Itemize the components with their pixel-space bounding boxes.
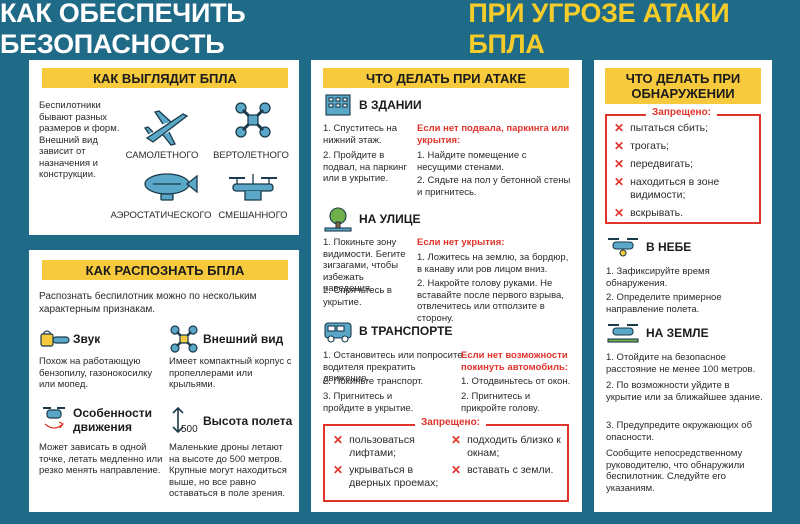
type-label-aerostatic: АЭРОСТАТИЧЕСКОГО — [110, 210, 212, 221]
attack-forbidden-item: ✕пользоваться лифтами; — [333, 433, 415, 460]
transport-left-3: 3. Пригнитесь и пройдите в укрытие. — [323, 391, 414, 414]
card-attack-header: ЧТО ДЕЛАТЬ ПРИ АТАКЕ — [323, 68, 569, 88]
card-detect: ЧТО ДЕЛАТЬ ПРИ ОБНАРУЖЕНИИ Запрещено: ✕п… — [594, 60, 772, 512]
ground-drone-icon — [607, 324, 639, 343]
airship-icon — [144, 173, 198, 201]
card-recognize-header: КАК РАСПОЗНАТЬ БПЛА — [42, 260, 288, 280]
ground-item-2: 2. По возможности уйдите в укрытие или з… — [606, 380, 763, 403]
building-left-1: 1. Спуститесь на нижний этаж. — [323, 123, 398, 146]
sign-text-altitude: Маленькие дроны летают на высоте до 500 … — [169, 442, 287, 499]
transport-condition: Если нет возможности покинуть автомобиль… — [461, 350, 569, 373]
ground-title: НА ЗЕМЛЕ — [646, 326, 709, 340]
sky-item-1: 1. Зафиксируйте время обнаружения. — [606, 266, 710, 289]
tree-icon — [324, 207, 352, 232]
cross-icon: ✕ — [614, 157, 625, 171]
detect-forbidden-item: ✕пытаться сбить; — [614, 121, 709, 135]
card-look-header: КАК ВЫГЛЯДИТ БПЛА — [42, 68, 288, 88]
card-detect-header: ЧТО ДЕЛАТЬ ПРИ ОБНАРУЖЕНИИ — [605, 68, 761, 104]
detect-forbidden-item: ✕вскрывать. — [614, 206, 684, 220]
sign-text-motion: Может зависать в одной точке, летать мед… — [39, 442, 163, 476]
airplane-drone-icon — [143, 110, 189, 146]
building-left-2: 2. Пройдите в подвал, на паркинг или в у… — [323, 150, 407, 184]
sign-text-appearance: Имеет компактный корпус с пропеллерами и… — [169, 356, 292, 390]
cross-icon: ✕ — [614, 139, 625, 153]
attack-forbidden-title: Запрещено: — [415, 417, 487, 428]
cross-icon: ✕ — [333, 433, 344, 447]
sky-item-2: 2. Определите примерное направление поле… — [606, 292, 722, 315]
type-label-helicopter: ВЕРТОЛЕТНОГО — [213, 150, 289, 161]
cross-icon: ✕ — [451, 463, 462, 477]
sign-title-altitude: Высота полета — [203, 414, 293, 428]
altitude-icon — [172, 406, 184, 434]
cross-icon: ✕ — [614, 121, 625, 135]
look-description: Беспилотники бывают разных размеров и фо… — [39, 100, 120, 180]
detect-forbidden-item: ✕передвигать; — [614, 157, 694, 171]
card-look: КАК ВЫГЛЯДИТ БПЛА Беспилотники бывают ра… — [29, 60, 299, 235]
detect-forbidden-item: ✕находиться в зоне видимости; — [614, 175, 720, 202]
street-left-1: 1. Покиньте зону видимости. Бегите зигза… — [323, 237, 406, 294]
transport-right-2: 2. Пригнитесь и прикройте голову. — [461, 391, 540, 414]
cross-icon: ✕ — [614, 175, 625, 189]
detect-forbidden-title: Запрещено: — [646, 107, 718, 118]
transport-left-1: 1. Остановитесь или попросите водителя п… — [323, 350, 463, 384]
sky-drone-icon — [608, 238, 638, 257]
cross-icon: ✕ — [451, 433, 462, 447]
card-recognize: КАК РАСПОЗНАТЬ БПЛА Распознать беспилотн… — [29, 250, 299, 512]
street-right-2: 2. Накройте голову руками. Не вставайте … — [417, 278, 564, 324]
sign-title-motion: Особенности движения — [73, 406, 153, 434]
transport-left-2: 2. Покиньте транспорт. — [323, 376, 424, 387]
motion-drone-icon — [43, 407, 65, 429]
building-title: В ЗДАНИИ — [359, 98, 422, 112]
attack-forbidden-item: ✕подходить близко к окнам; — [451, 433, 561, 460]
hybrid-drone-icon — [229, 174, 277, 201]
street-right-1: 1. Ложитесь на землю, за бордюр, в канав… — [417, 252, 569, 275]
detect-forbidden-item: ✕трогать; — [614, 139, 669, 153]
quadcopter-icon — [235, 102, 271, 138]
title-part-1: КАК ОБЕСПЕЧИТЬ БЕЗОПАСНОСТЬ — [0, 0, 246, 59]
street-title: НА УЛИЦЕ — [359, 212, 421, 226]
attack-forbidden-item: ✕укрываться в дверных проемах; — [333, 463, 439, 490]
recognize-intro: Распознать беспилотник можно по нескольк… — [39, 291, 257, 315]
building-condition: Если нет подвала, паркинга или укрытия: — [417, 123, 570, 146]
card-attack: ЧТО ДЕЛАТЬ ПРИ АТАКЕ В ЗДАНИИ 1. Спустит… — [311, 60, 582, 512]
cross-icon: ✕ — [333, 463, 344, 477]
title-part-2: ПРИ УГРОЗЕ АТАКИ БПЛА — [468, 0, 730, 59]
street-condition: Если нет укрытия: — [417, 237, 505, 248]
street-left-2: 2. Спрячьтесь в укрытие. — [323, 285, 392, 308]
chainsaw-icon — [40, 330, 70, 347]
altitude-value: 500 — [181, 424, 198, 435]
ground-item-4: Сообщите непосредственному руководителю,… — [606, 448, 745, 494]
bus-icon — [324, 322, 352, 343]
sky-title: В НЕБЕ — [646, 240, 692, 254]
type-label-mixed: СМЕШАННОГО — [218, 210, 288, 221]
transport-title: В ТРАНСПОРТЕ — [359, 324, 453, 338]
transport-right-1: 1. Отодвиньтесь от окон. — [461, 376, 571, 387]
ground-item-3: 3. Предупредите окружающих об опасности. — [606, 420, 753, 443]
building-icon — [325, 94, 351, 116]
sign-title-appearance: Внешний вид — [203, 332, 284, 346]
type-label-airplane: САМОЛЕТНОГО — [125, 150, 199, 161]
sign-text-sound: Похож на работающую бензопилу, газонокос… — [39, 356, 153, 390]
cross-icon: ✕ — [614, 206, 625, 220]
drone-look-icon — [170, 325, 198, 353]
building-right-2: 2. Сядьте на пол у бетонной стены и приг… — [417, 175, 571, 198]
building-right-1: 1. Найдите помещение с несущими стенами. — [417, 150, 527, 173]
attack-forbidden-item: ✕вставать с земли. — [451, 463, 554, 477]
sign-title-sound: Звук — [73, 332, 101, 346]
page-title: КАК ОБЕСПЕЧИТЬ БЕЗОПАСНОСТЬ ПРИ УГРОЗЕ А… — [0, 0, 800, 59]
ground-item-1: 1. Отойдите на безопасное расстояние не … — [606, 352, 756, 375]
